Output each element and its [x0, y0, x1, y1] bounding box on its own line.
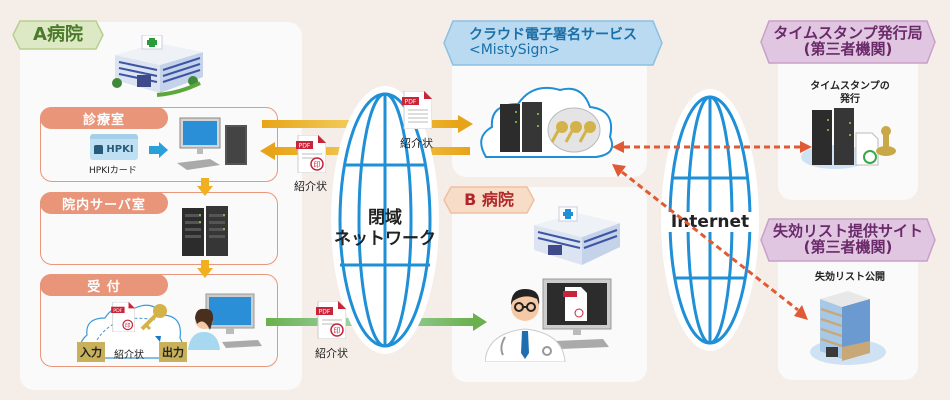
input-folder: 入力 — [77, 342, 105, 362]
output-folder: 出力 — [159, 342, 187, 362]
desktop-pc-icon — [177, 117, 247, 170]
consult-room-label: 診療室 — [40, 107, 168, 129]
key-icon — [140, 304, 167, 331]
svg-text:PDF: PDF — [319, 309, 331, 316]
hospital-building-icon — [112, 35, 203, 97]
hex-shape — [443, 20, 663, 66]
flow-arrow-down-1 — [197, 178, 213, 196]
dashed-link-cloud-timestamp — [612, 141, 812, 153]
server-room: 院内サーバ室 — [40, 192, 278, 265]
svg-text:PDF: PDF — [405, 99, 417, 106]
doctor-with-pc-icon — [485, 278, 612, 362]
doc-left-caption: 紹介状 — [294, 180, 327, 193]
hospital-a-label: A病院 — [12, 20, 104, 50]
reception-room-label: 受 付 — [40, 274, 168, 296]
hex-shape — [12, 20, 104, 50]
pdf-sealed-document-icon: PDF 印 — [316, 301, 346, 339]
revocation-caption: 失効リスト公開 — [815, 272, 885, 283]
office-building-icon — [810, 291, 886, 365]
hex-shape — [760, 20, 936, 64]
hpki-card: HPKI — [90, 134, 138, 160]
hospital-b-building-icon — [534, 206, 620, 265]
flow-arrow-down-2 — [197, 260, 213, 278]
cloud-service-label: クラウド電子署名サービス<MistySign> — [443, 20, 663, 66]
dashed-link-cloud-revocation — [612, 164, 808, 320]
svg-text:PDF: PDF — [299, 143, 311, 150]
hex-shape — [443, 186, 535, 214]
hex-shape — [760, 218, 936, 262]
person-icon — [94, 145, 104, 154]
timestamp-server-icon — [801, 108, 896, 169]
svg-text:印: 印 — [125, 322, 131, 329]
timestamp-caption: タイムスタンプの 発行 — [810, 81, 890, 105]
reception-doc-caption: 紹介状 — [114, 350, 144, 361]
receptionist-icon — [188, 293, 262, 350]
doc-top-caption: 紹介状 — [400, 137, 433, 150]
pdf-sealed-document-icon: PDF 印 — [296, 135, 326, 173]
hpki-card-caption: HPKIカード — [89, 166, 137, 176]
hospital-b-label: B 病院 — [443, 186, 535, 214]
timestamp-authority-label: タイムスタンプ発行局(第三者機関) — [760, 20, 936, 64]
cloud-servers-keys-icon — [480, 86, 614, 158]
reception-pdf-icon: PDF 印 — [111, 302, 135, 332]
internet-label: Internet — [668, 212, 752, 232]
closed-network-globe-icon — [331, 86, 439, 354]
revocation-site-label: 失効リスト提供サイト(第三者機関) — [760, 218, 936, 262]
pdf-document-icon: PDF — [402, 91, 432, 129]
closed-network-label: 閉域 ネットワーク — [334, 208, 436, 250]
server-room-label: 院内サーバ室 — [40, 192, 168, 214]
svg-text:印: 印 — [334, 327, 341, 335]
svg-text:PDF: PDF — [113, 308, 122, 314]
server-rack-icon — [182, 206, 228, 256]
svg-text:印: 印 — [314, 161, 321, 169]
arrow-right-icon — [149, 142, 168, 158]
doc-bottom-caption: 紹介状 — [315, 347, 348, 360]
